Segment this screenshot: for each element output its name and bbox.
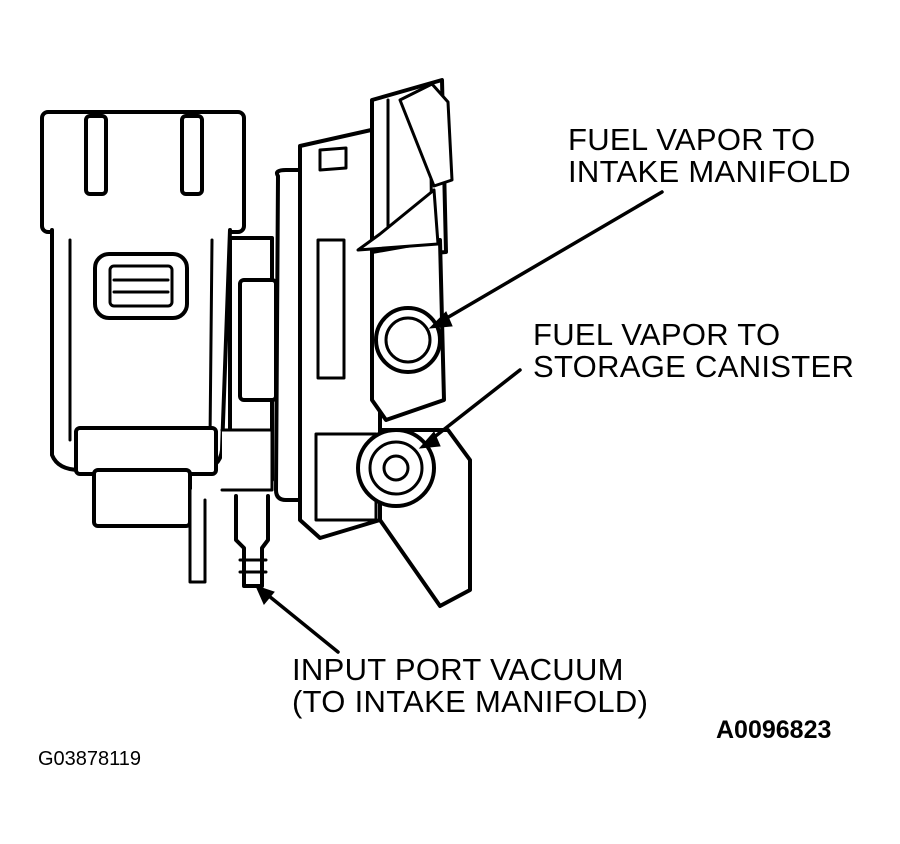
figure-code: A0096823 bbox=[716, 716, 832, 744]
leader-arrow-manifold bbox=[428, 190, 664, 329]
label-line: INTAKE MANIFOLD bbox=[568, 154, 851, 189]
vacuum-input-port bbox=[234, 494, 270, 588]
valve-housing bbox=[274, 126, 382, 540]
canister-port bbox=[356, 428, 436, 508]
image-code: G03878119 bbox=[38, 748, 142, 770]
mounting-bracket bbox=[188, 236, 278, 584]
leader-arrow-vacuum bbox=[255, 585, 340, 654]
label-fuel-vapor-to-storage-canister: FUEL VAPOR TO STORAGE CANISTER bbox=[533, 319, 854, 383]
label-input-port-vacuum: INPUT PORT VACUUM (TO INTAKE MANIFOLD) bbox=[292, 654, 648, 718]
manifold-port bbox=[374, 306, 442, 374]
label-line: FUEL VAPOR TO bbox=[568, 122, 816, 157]
label-line: STORAGE CANISTER bbox=[533, 349, 855, 384]
label-line: (TO INTAKE MANIFOLD) bbox=[292, 684, 649, 719]
label-line: FUEL VAPOR TO bbox=[533, 317, 781, 352]
label-line: INPUT PORT VACUUM bbox=[292, 652, 624, 687]
cover-plate bbox=[356, 78, 472, 608]
leader-arrow-canister bbox=[418, 368, 522, 449]
electrical-connector bbox=[93, 252, 189, 320]
label-fuel-vapor-to-intake-manifold: FUEL VAPOR TO INTAKE MANIFOLD bbox=[568, 124, 851, 188]
